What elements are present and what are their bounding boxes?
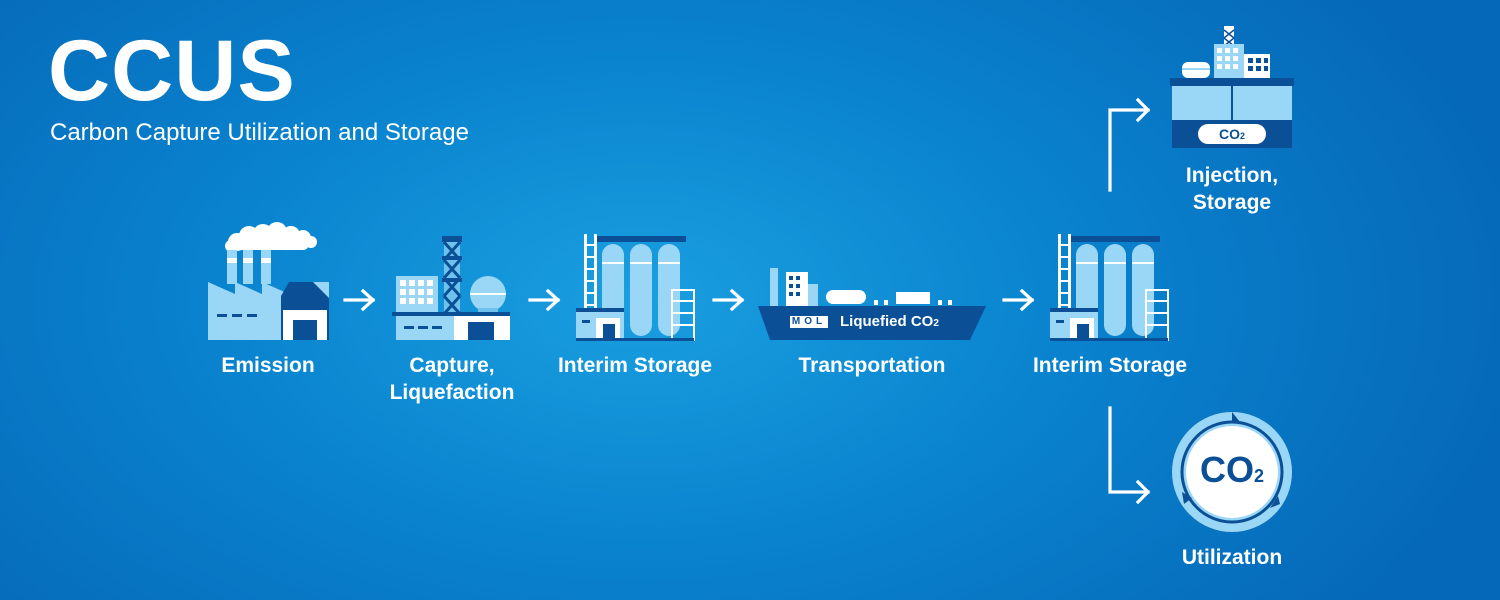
- utilization-co2-badge: CO2: [1182, 448, 1282, 498]
- branch-label-injection-line-1: Injection,: [1185, 164, 1279, 187]
- storage-tanks-icon: [1050, 234, 1169, 341]
- injection-co2-subscript: 2: [1239, 131, 1245, 141]
- arrow-right-icon: [343, 288, 376, 312]
- ship-cargo-subscript: 2: [933, 318, 939, 329]
- injection-co2-text: CO: [1218, 126, 1240, 142]
- branch-label-injection: Injection, Storage: [1162, 162, 1302, 216]
- utilization-co2-text: CO: [1199, 449, 1254, 490]
- recycle-co2-icon: [1172, 412, 1292, 532]
- injection-co2-badge: CO2: [1198, 126, 1266, 144]
- step-label-interim-storage-1: Interim Storage: [557, 354, 713, 377]
- step-label-emission: Emission: [221, 354, 315, 377]
- ship-icon: [758, 268, 986, 340]
- page-subtitle: Carbon Capture Utilization and Storage: [50, 119, 469, 146]
- step-label-capture-line-2: Liquefaction: [389, 381, 515, 404]
- ship-cargo-label: Liquefied CO2: [840, 313, 939, 333]
- capture-plant-icon: [392, 236, 510, 340]
- offshore-platform-icon: [1170, 26, 1294, 148]
- step-label-capture-line-1: Capture,: [409, 354, 495, 377]
- branch-label-injection-line-2: Storage: [1192, 191, 1272, 214]
- ship-brand: MOL: [791, 316, 827, 327]
- utilization-co2-subscript: 2: [1253, 466, 1264, 486]
- storage-tanks-icon: [576, 234, 695, 341]
- factory-icon: [208, 222, 329, 340]
- step-label-interim-storage-2: Interim Storage: [1032, 354, 1188, 377]
- arrow-right-icon: [528, 288, 561, 312]
- ship-cargo-text: Liquefied CO: [840, 313, 934, 330]
- branch-label-utilization: Utilization: [1181, 546, 1283, 569]
- step-label-transportation: Transportation: [798, 354, 946, 377]
- arrow-up-branch-icon: [1108, 97, 1151, 192]
- page-title: CCUS: [48, 23, 296, 119]
- arrow-right-icon: [1002, 288, 1035, 312]
- arrow-down-branch-icon: [1108, 406, 1151, 504]
- step-label-capture: Capture, Liquefaction: [372, 352, 532, 406]
- arrow-right-icon: [712, 288, 745, 312]
